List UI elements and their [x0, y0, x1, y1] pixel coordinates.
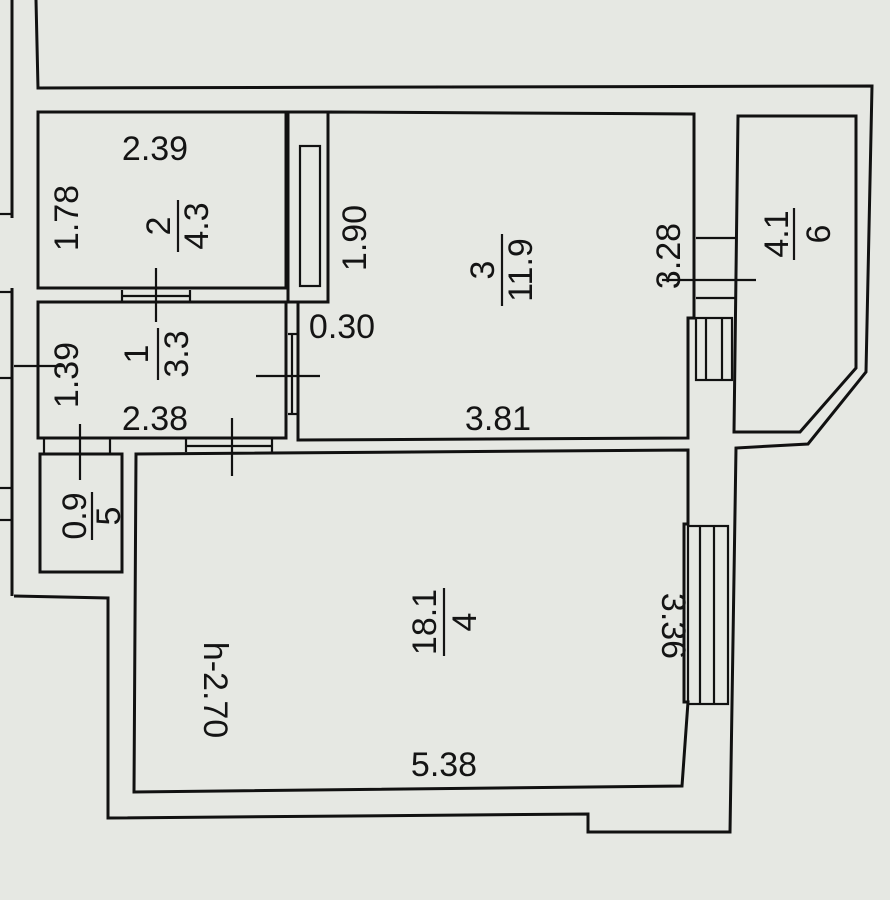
room-1-depth: 1.39 [48, 342, 86, 408]
room-3-depth-right: 3.28 [650, 223, 688, 289]
room-1-outline [36, 300, 288, 440]
room-1-width: 2.38 [122, 400, 188, 438]
room-6-number: 6 [800, 225, 838, 244]
cross-ticks [14, 268, 756, 480]
window-room-4 [686, 524, 730, 706]
room-4-area-label: 4 18.1 [406, 588, 484, 656]
room-4-number: 4 [446, 613, 484, 632]
room-3-number: 3 [464, 261, 502, 280]
room-4-outline [132, 448, 690, 794]
room-2-outline [36, 110, 288, 290]
room-2-area: 4.3 [178, 202, 216, 249]
window-room-3 [694, 316, 734, 382]
room-5-area-label: 5 0.9 [56, 492, 128, 540]
outer-walls [0, 0, 874, 834]
room-1-area-label: 1 3.3 [118, 328, 196, 380]
room-6-area-label: 6 4.1 [758, 208, 838, 260]
room-2-area-label: 2 4.3 [140, 200, 216, 252]
room-2-depth: 1.78 [48, 185, 86, 251]
room-6[interactable] [740, 118, 854, 428]
ceiling-height: h-2.70 [196, 642, 234, 738]
room-5-area: 0.9 [56, 492, 94, 539]
room-3-width: 3.81 [465, 400, 531, 438]
ventilation-shaft [286, 110, 330, 304]
room-3-depth-left: 1.90 [336, 205, 374, 271]
room-6-area: 4.1 [758, 210, 796, 257]
room-3-area-label: 3 11.9 [464, 234, 540, 306]
room-4-width: 5.38 [411, 746, 477, 784]
room-2-number: 2 [140, 217, 178, 236]
room-6-outline [732, 114, 858, 434]
room-4-depth: 3.36 [654, 593, 692, 659]
room-4-area: 18.1 [406, 589, 444, 655]
room-2-width: 2.39 [122, 130, 188, 168]
room-1-number: 1 [118, 345, 156, 364]
wall-thickness: 0.30 [309, 308, 375, 346]
room-5-number: 5 [90, 507, 128, 526]
room-3-area: 11.9 [502, 238, 540, 302]
room-1-area: 3.3 [158, 330, 196, 377]
